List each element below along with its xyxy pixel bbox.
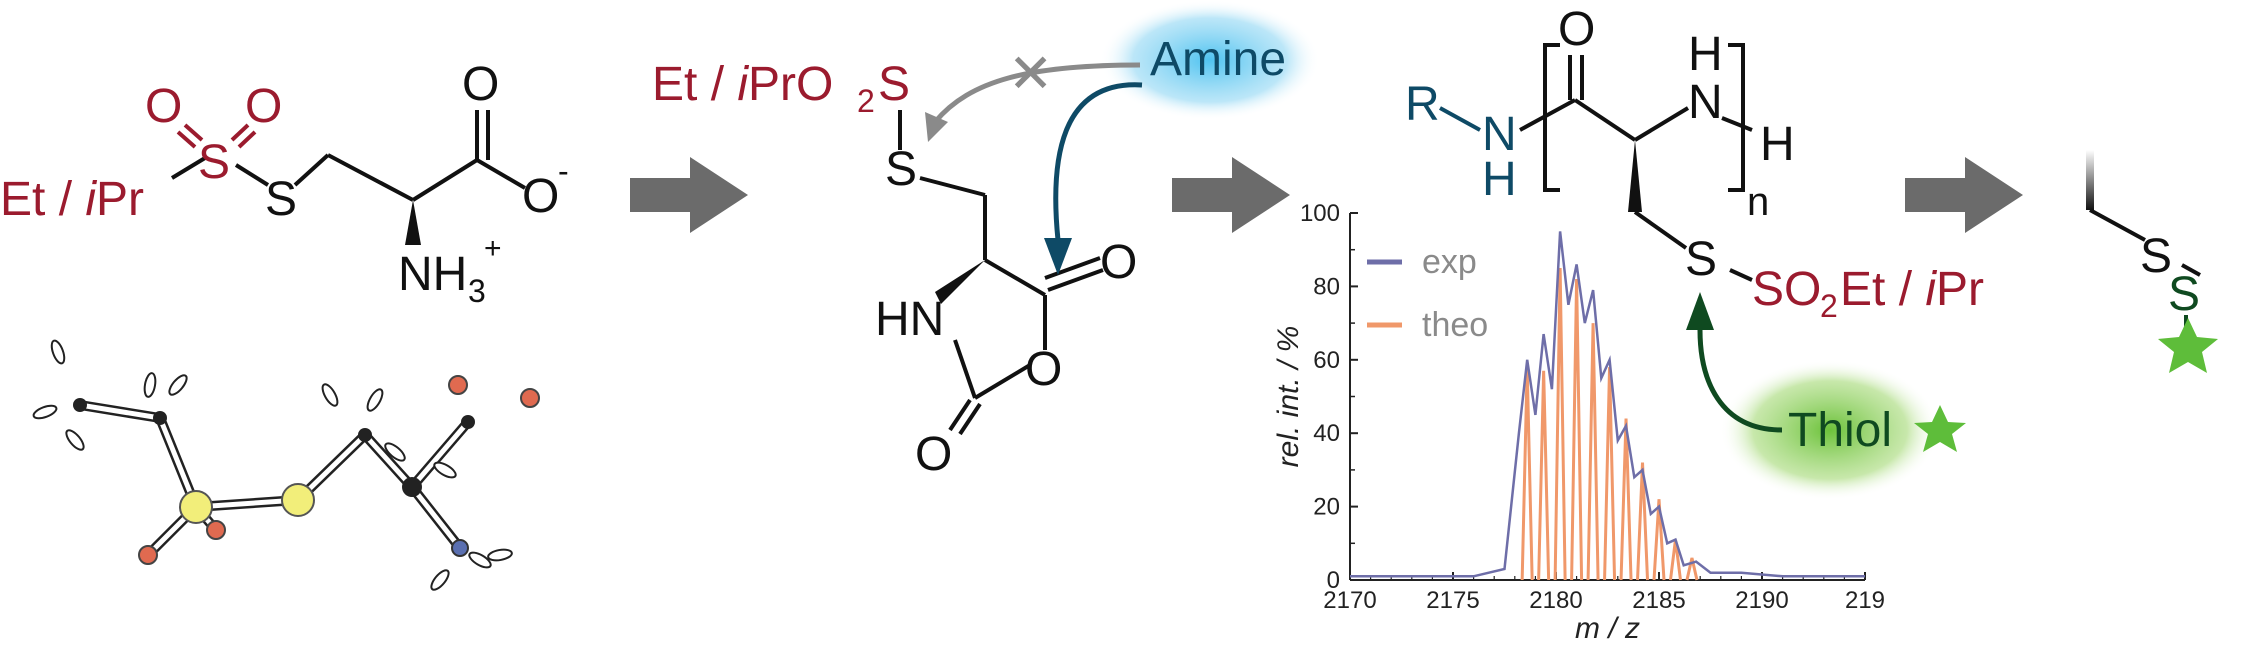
fading-bond [2086, 150, 2094, 210]
polymer-so2-suffix: Et / iPr [1840, 263, 1984, 316]
legend-label-theo: theo [1422, 306, 1488, 344]
y-tick-label: 20 [1313, 494, 1340, 521]
carboxylate-charge: - [558, 153, 569, 189]
carboxylate-o: O [522, 170, 559, 223]
molecule-1: O O S Et / iPr S O O - NH 3 + [0, 58, 569, 309]
polymer-r: R [1405, 78, 1440, 131]
molecule-2-bonds [898, 110, 1104, 436]
wedge-bond-nh3 [405, 200, 421, 245]
ammonium-charge: + [484, 232, 502, 265]
polymer-bonds [1519, 43, 1753, 282]
nca-carbonyl-o: O [1100, 236, 1137, 289]
thiol-attack-arrowhead [1686, 292, 1714, 330]
reagent-label: Et / iPrO [652, 58, 833, 111]
thiol-label: Thiol [1788, 404, 1892, 457]
reaction-arrow-1 [630, 157, 748, 233]
model-hydrogens [32, 339, 513, 591]
y-tick-label: 40 [1313, 420, 1340, 447]
r-group-label: Et / iPr [0, 173, 144, 226]
thioether-s-2: S [885, 143, 917, 196]
reagent-subscript: 2 [857, 83, 875, 119]
product-s2: S [2168, 268, 2200, 321]
polymer-carbonyl-o: O [1558, 3, 1595, 56]
chart-legend: exp theo [1367, 243, 1488, 344]
exp-line [1350, 231, 1865, 578]
polymer-h: H [1482, 153, 1517, 206]
theo-peak [1685, 557, 1699, 581]
y-tick-label: 80 [1313, 273, 1340, 300]
sulfonyl-o-right: O [245, 80, 282, 133]
x-tick-label: 2170 [1323, 587, 1376, 614]
product-disulfide: S S [2086, 150, 2218, 373]
wedge-bond-polymer [1628, 140, 1642, 212]
amine-glow [1100, 0, 1320, 120]
molecule-1-bonds [170, 110, 527, 202]
blocked-attack-arrow [933, 62, 1141, 124]
reagent-s: S [878, 58, 910, 111]
ball-and-stick-model [32, 339, 540, 591]
polymer-nh-n: N [1688, 76, 1723, 129]
sulfonyl-s: S [198, 136, 230, 189]
sulfonyl-o-left: O [145, 80, 182, 133]
amine-attack-arrow [1053, 82, 1143, 241]
wedge-bond-nca [935, 260, 985, 304]
blocked-cross-icon: ✕ [1008, 44, 1053, 104]
x-tick-label: 2175 [1426, 587, 1479, 614]
x-axis-label: m / z [1575, 612, 1640, 645]
theo-peak [1553, 268, 1567, 581]
polymer-nh-h: H [1688, 28, 1723, 81]
y-tick-label: 0 [1327, 567, 1340, 594]
sulfonyl-bonds [176, 123, 257, 149]
polymer-so2-prefix: SO [1752, 263, 1821, 316]
amine-label: Amine [1150, 33, 1286, 86]
polymer-so2-sub: 2 [1820, 288, 1838, 324]
theo-peak [1570, 279, 1584, 581]
theo-peak [1537, 370, 1551, 581]
x-tick-label: 2190 [1735, 587, 1788, 614]
reaction-arrow-2 [1172, 157, 1290, 233]
polymer-s: S [1685, 233, 1717, 286]
nca-nh: HN [875, 293, 944, 346]
chart-series [1350, 231, 1865, 581]
y-tick-label: 60 [1313, 347, 1340, 374]
theo-peak [1668, 539, 1682, 581]
thiol-attack-arrow [1697, 329, 1783, 433]
carbonyl-o: O [462, 58, 499, 111]
x-tick-label: 2185 [1632, 587, 1685, 614]
x-tick-label: 2180 [1529, 587, 1582, 614]
thioether-s: S [265, 173, 297, 226]
ammonium-nh: NH [398, 248, 467, 301]
polymer-repeat-n: n [1747, 180, 1769, 224]
polymer: R N H O H N H n S SO 2 Et / iPr Thiol [1405, 3, 1984, 500]
polymer-end-h: H [1760, 118, 1795, 171]
molecule-2: Amine Et / iPrO 2 S S HN O O O ✕ [652, 0, 1320, 481]
thiol-glow [1720, 360, 1940, 500]
reaction-arrow-3 [1905, 157, 2023, 233]
product-s1: S [2140, 230, 2172, 283]
model-atoms [73, 375, 540, 565]
theo-peak [1586, 323, 1600, 581]
y-tick-label: 100 [1300, 200, 1340, 227]
legend-label-exp: exp [1422, 243, 1477, 281]
chart-axes: 0 20 40 60 80 100 2170 2175 2180 2185 2190 219 m / z… [1272, 200, 1885, 645]
theo-peak [1636, 462, 1650, 581]
ammonium-subscript: 3 [468, 273, 486, 309]
nca-ring-o: O [1025, 343, 1062, 396]
mass-spectrum-chart: 0 20 40 60 80 100 2170 2175 2180 2185 2190 219 m / z… [1272, 200, 1885, 645]
y-axis-label: rel. int. / % [1272, 326, 1305, 468]
x-tick-label: 219 [1845, 587, 1885, 614]
reaction-arrows [630, 157, 2023, 233]
thiol-star-icon [1914, 405, 1966, 452]
product-star-icon [2158, 318, 2218, 373]
theo-peak [1652, 499, 1666, 581]
polymer-n: N [1482, 108, 1517, 161]
theo-peak [1619, 418, 1633, 581]
amine-attack-arrowhead [1044, 238, 1072, 275]
nca-lower-o: O [915, 428, 952, 481]
blocked-attack-arrowhead [925, 112, 948, 142]
